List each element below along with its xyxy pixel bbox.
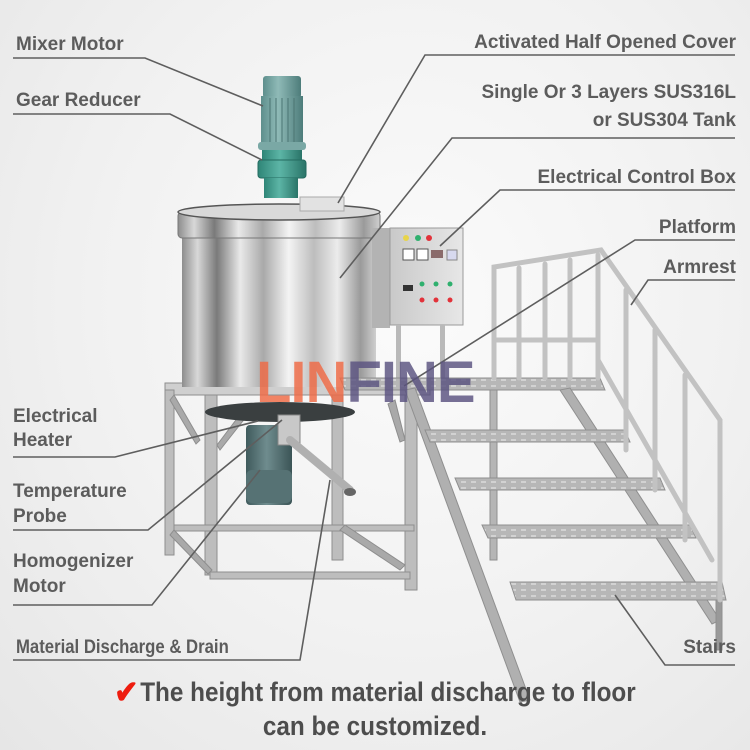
label-homogenizer-motor-line1: Homogenizer <box>13 551 134 572</box>
label-activated-half-opened-cover: Activated Half Opened Cover <box>474 32 736 53</box>
label-stairs: Stairs <box>683 637 736 658</box>
label-tank-material-line1: Single Or 3 Layers SUS316L <box>481 82 736 103</box>
footer-text-line1: The height from material discharge to fl… <box>140 677 636 707</box>
label-homogenizer-motor-line2: Motor <box>13 576 66 597</box>
watermark-part-1: LIN <box>256 350 347 415</box>
leader-lines <box>13 54 735 666</box>
tank-support-frame <box>164 382 431 591</box>
label-gear-reducer: Gear Reducer <box>16 90 141 111</box>
label-armrest: Armrest <box>663 257 736 278</box>
label-electrical-heater-line2: Heater <box>13 430 73 451</box>
armrest-handrail <box>491 247 723 603</box>
label-electrical-heater-line1: Electrical <box>13 406 98 427</box>
label-material-discharge-drain: Material Discharge & Drain <box>16 637 229 658</box>
footer-note-line2: can be customized. <box>262 711 488 741</box>
label-temperature-probe-line1: Temperature <box>13 481 127 502</box>
label-temperature-probe-line2: Probe <box>13 506 67 527</box>
watermark-part-2: FINE <box>346 350 475 415</box>
homogenizer-assembly <box>205 402 356 505</box>
tank-body <box>177 196 381 387</box>
label-platform: Platform <box>658 217 736 238</box>
label-electrical-control-box: Electrical Control Box <box>537 167 737 188</box>
electrical-control-box <box>372 227 464 385</box>
platform-and-stairs <box>339 377 727 703</box>
footer-note-line1: ✔The height from material discharge to f… <box>38 676 713 709</box>
label-mixer-motor: Mixer Motor <box>16 34 124 55</box>
label-tank-material-line2: or SUS304 Tank <box>592 110 736 131</box>
checkmark-icon: ✔ <box>114 674 139 710</box>
mixer-drive <box>257 76 307 198</box>
brand-watermark: LINFINE <box>256 354 476 412</box>
